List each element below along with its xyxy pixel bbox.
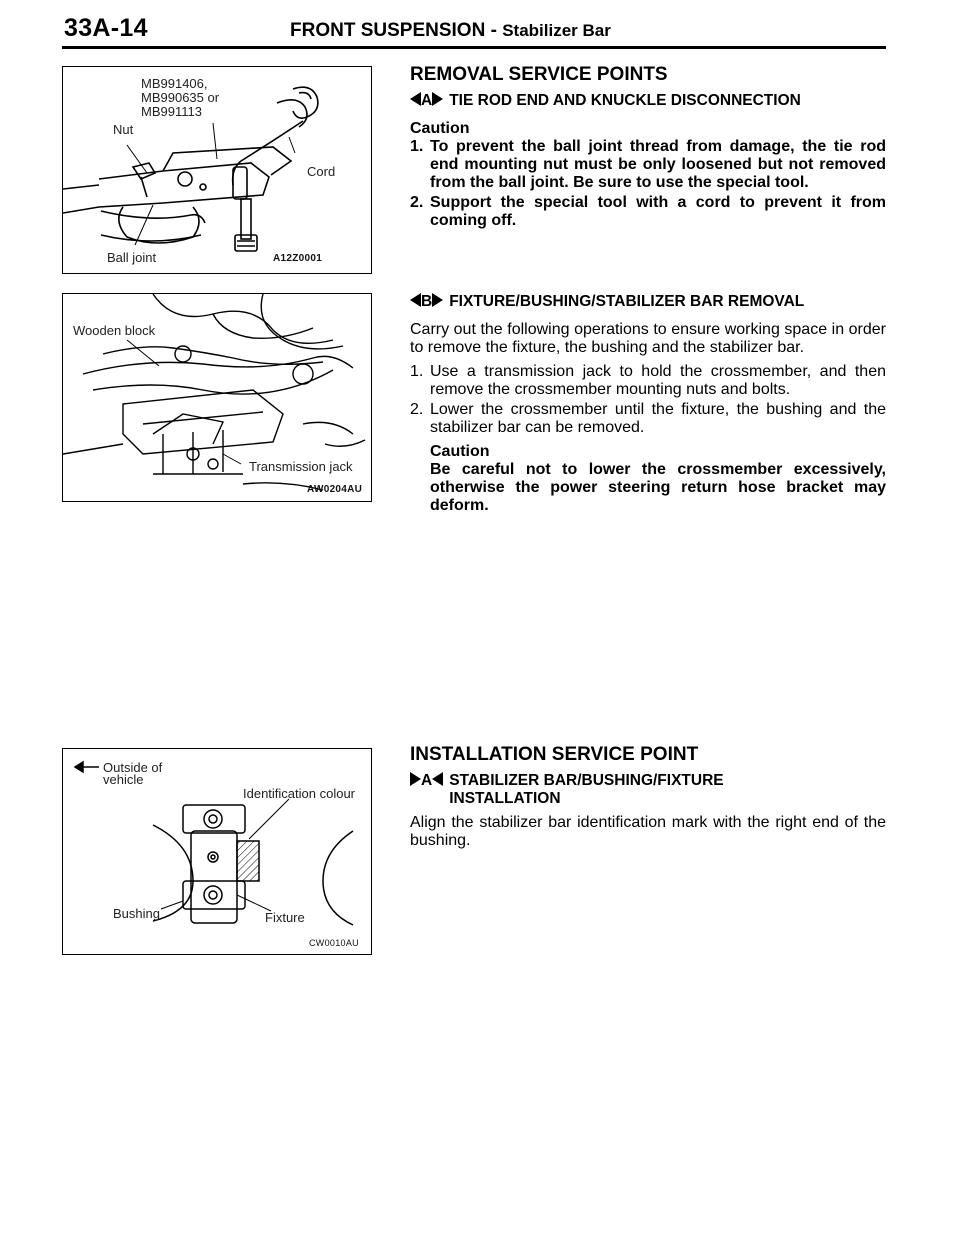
right-triangle-icon bbox=[432, 293, 444, 307]
left-triangle-icon bbox=[410, 92, 421, 106]
header-rule bbox=[62, 46, 886, 49]
service-point-heading: B FIXTURE/BUSHING/STABILIZER BAR REMOVAL bbox=[410, 293, 886, 311]
right-triangle-icon bbox=[410, 772, 421, 786]
removal-section: REMOVAL SERVICE POINTS A TIE ROD END AND… bbox=[410, 64, 886, 232]
transmission-jack-illustration bbox=[63, 294, 366, 491]
figure-label-tool-2: MB990635 or bbox=[141, 90, 220, 105]
ball-joint-tool-illustration bbox=[63, 86, 319, 252]
figure-label-ball-joint: Ball joint bbox=[107, 250, 157, 265]
figure-code: CW0010AU bbox=[309, 938, 359, 948]
service-point-title: TIE ROD END AND KNUCKLE DISCONNECTION bbox=[449, 92, 801, 109]
reference-mark: A bbox=[410, 92, 444, 110]
figure-label-bushing: Bushing bbox=[113, 906, 160, 921]
figure-label-outside-2: vehicle bbox=[103, 772, 144, 787]
header-section: FRONT SUSPENSION - bbox=[290, 20, 497, 41]
removal-b-section: B FIXTURE/BUSHING/STABILIZER BAR REMOVAL… bbox=[410, 293, 886, 521]
figure-transmission-jack: Wooden block Transmission jack AW0204AU bbox=[62, 293, 372, 502]
caution-text: Be careful not to lower the crossmember … bbox=[430, 461, 886, 514]
left-triangle-icon bbox=[432, 772, 444, 786]
caution-label: Caution bbox=[430, 443, 490, 460]
page-number: 33A-14 bbox=[64, 14, 148, 42]
figure-bushing-fixture: Outside of vehicle Identification colour… bbox=[62, 748, 372, 955]
page-header-title: FRONT SUSPENSION - Stabilizer Bar bbox=[290, 20, 611, 42]
figure-label-tool-3: MB991113 bbox=[141, 104, 202, 119]
figure-code: AW0204AU bbox=[307, 484, 363, 495]
service-point-heading: A TIE ROD END AND KNUCKLE DISCONNECTION bbox=[410, 92, 886, 110]
installation-section: INSTALLATION SERVICE POINT A STABILIZER … bbox=[410, 744, 886, 856]
figure-label-transmission-jack: Transmission jack bbox=[249, 459, 353, 474]
figure-label-outside-1: Outside of bbox=[103, 760, 163, 775]
list-item: 1.To prevent the ball joint thread from … bbox=[410, 138, 886, 191]
figure-ball-joint-tool: MB991406, MB990635 or MB991113 Nut Cord … bbox=[62, 66, 372, 274]
left-triangle-icon bbox=[410, 293, 421, 307]
bushing-fixture-illustration bbox=[73, 760, 354, 926]
figure-label-cord: Cord bbox=[307, 164, 336, 179]
figure-code: A12Z0001 bbox=[273, 253, 323, 264]
steps-list: 1.Use a transmission jack to hold the cr… bbox=[410, 363, 886, 437]
reference-mark: B bbox=[410, 293, 444, 311]
reference-mark: A bbox=[410, 772, 444, 790]
intro-paragraph: Carry out the following operations to en… bbox=[410, 321, 886, 356]
list-item: 2.Lower the crossmember until the fixtur… bbox=[410, 401, 886, 436]
figure-label-wooden-block: Wooden block bbox=[73, 323, 156, 338]
figure-label-identification-colour: Identification colour bbox=[243, 786, 356, 801]
figure-label-nut: Nut bbox=[113, 122, 134, 137]
header-subsection: Stabilizer Bar bbox=[502, 21, 611, 40]
list-item: 1.Use a transmission jack to hold the cr… bbox=[410, 363, 886, 398]
caution-list: 1.To prevent the ball joint thread from … bbox=[410, 138, 886, 230]
section-heading: INSTALLATION SERVICE POINT bbox=[410, 744, 699, 765]
installation-paragraph: Align the stabilizer bar identification … bbox=[410, 814, 886, 849]
figure-label-fixture: Fixture bbox=[265, 910, 305, 925]
caution-label: Caution bbox=[410, 120, 470, 137]
right-triangle-icon bbox=[432, 92, 444, 106]
section-heading: REMOVAL SERVICE POINTS bbox=[410, 64, 668, 85]
figure-label-tool-1: MB991406, bbox=[141, 76, 208, 91]
service-point-title: FIXTURE/BUSHING/STABILIZER BAR REMOVAL bbox=[449, 293, 805, 310]
list-item: 2.Support the special tool with a cord t… bbox=[410, 194, 886, 229]
